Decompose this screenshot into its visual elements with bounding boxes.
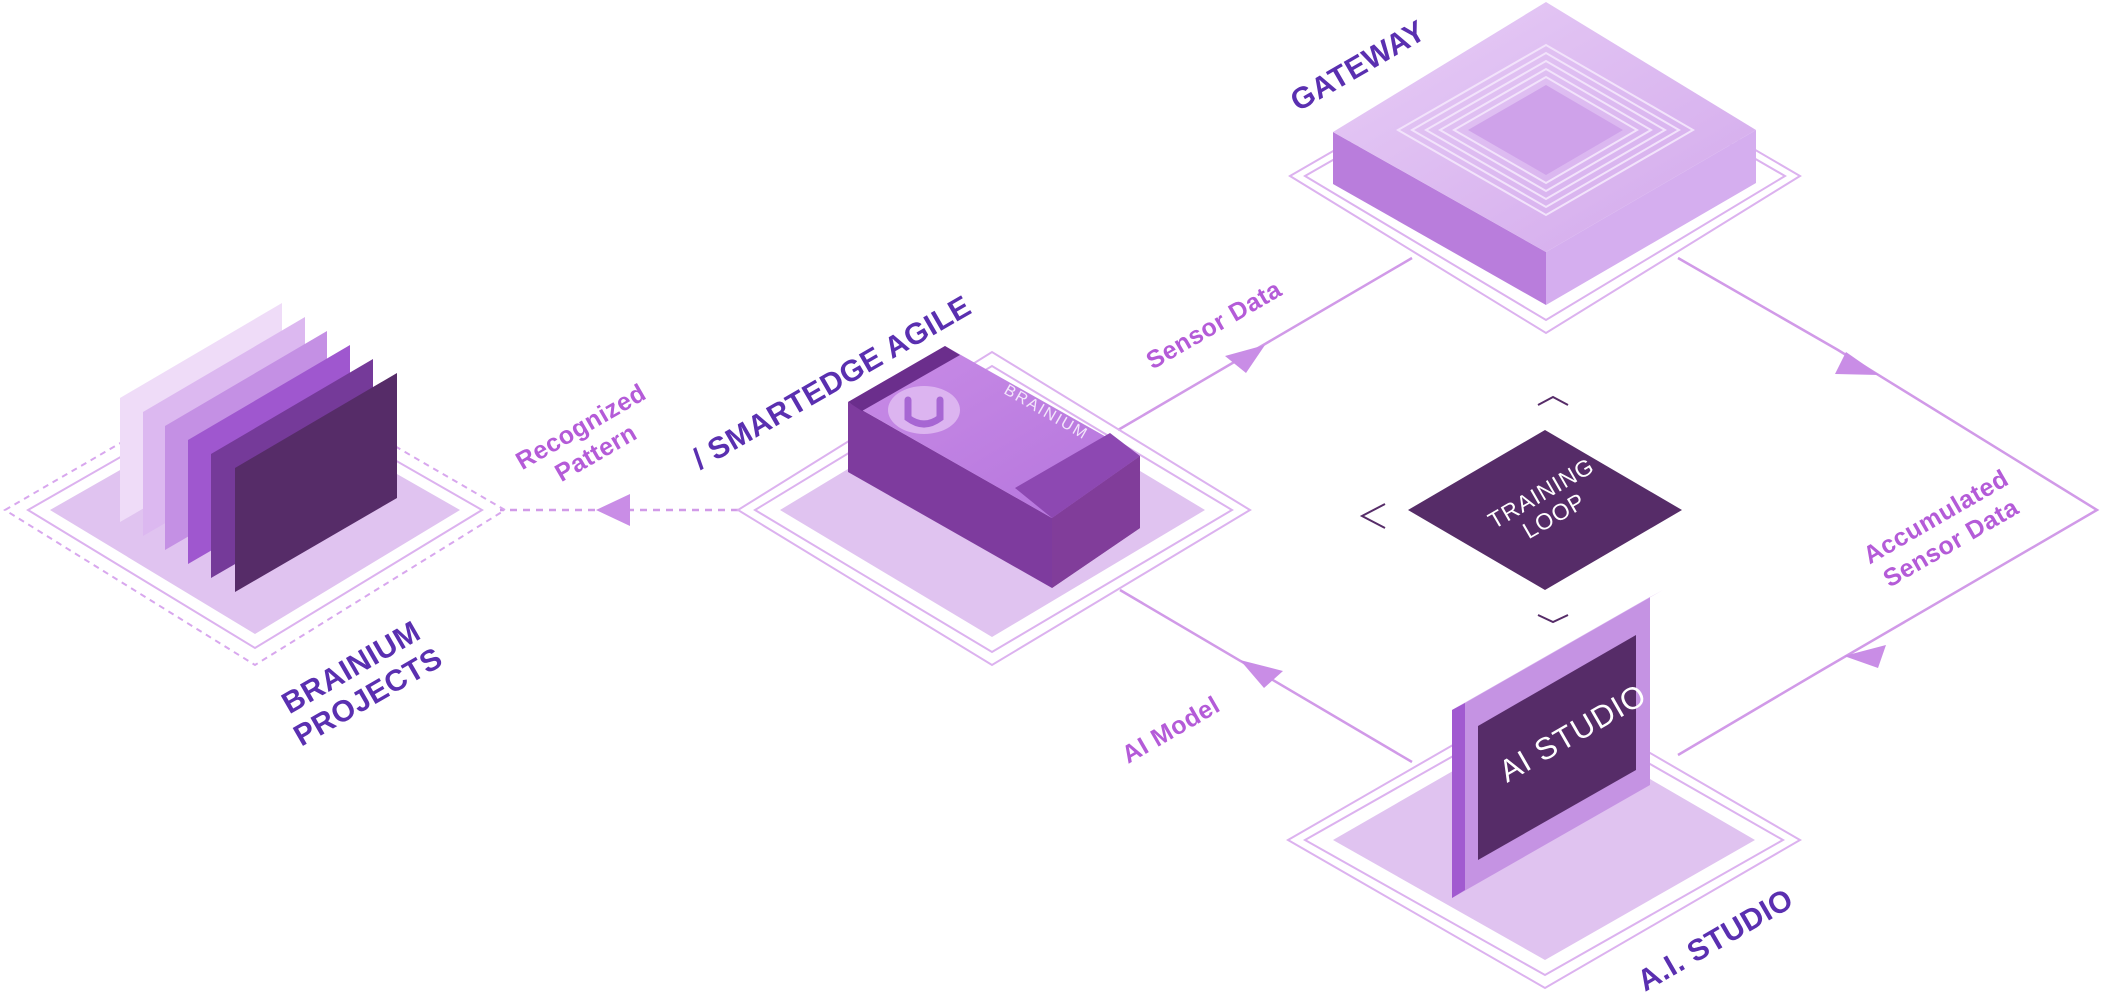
ai-studio-node: AI STUDIO A.I. STUDIO	[1285, 590, 1802, 998]
studio-monitor: AI STUDIO	[1452, 590, 1663, 898]
ai-model-label: AI Model	[1117, 691, 1225, 769]
training-loop-tile	[1408, 430, 1682, 590]
flow-ai-model	[1119, 588, 1413, 764]
arrow-up-right-icon	[1225, 345, 1265, 373]
flow-sensor-data	[1117, 256, 1413, 432]
arrow-down-right-icon	[1835, 352, 1879, 375]
smartedge-device-node: BRAINIUM / SMARTEDGE AGILE	[687, 290, 1252, 667]
gateway-node: GATEWAY	[1285, 2, 1802, 335]
arrow-up-left-icon	[1240, 660, 1283, 688]
training-loop-node: TRAINING LOOP	[1359, 395, 1682, 624]
bracket-corners	[1359, 395, 1569, 624]
projects-stack-icon	[120, 303, 397, 592]
gateway-box	[1333, 2, 1756, 305]
brainium-projects-node: BRAINIUM PROJECTS	[3, 303, 507, 753]
gateway-chip-pattern	[1395, 43, 1695, 217]
studio-label: A.I. STUDIO	[1632, 883, 1799, 998]
arrow-down-left-icon	[1844, 645, 1886, 668]
flow-accumulated	[1677, 256, 2100, 757]
arrow-left-icon	[596, 494, 630, 526]
flow-recognized-pattern	[500, 494, 738, 526]
device-box: BRAINIUM	[848, 346, 1140, 588]
sensor-data-label: Sensor Data	[1141, 275, 1287, 375]
brainium-logo-icon	[888, 386, 960, 434]
